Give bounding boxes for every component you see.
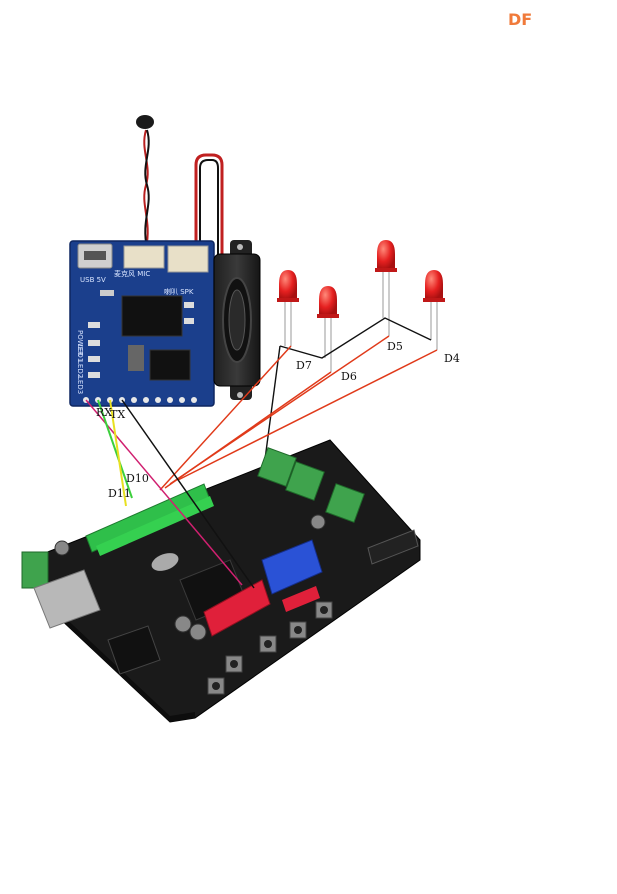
label-d4: D4	[444, 352, 460, 365]
usb-b-port	[33, 569, 101, 629]
spk-label: 喇叭 SPK	[164, 287, 194, 296]
servo-header-blue	[261, 539, 323, 595]
wire-magenta	[85, 399, 243, 586]
power-terminal	[21, 551, 49, 589]
label-d6: D6	[341, 370, 357, 383]
motor-terminal-1	[257, 447, 297, 487]
speaker	[213, 240, 261, 400]
led2-label: LED2	[76, 360, 84, 378]
flash-chip	[149, 349, 191, 381]
speaker-wire	[194, 153, 224, 262]
usb-label: USB 5V	[80, 276, 106, 284]
mic-connector	[123, 245, 165, 269]
analog-header-red	[203, 579, 271, 637]
power-label: POWER	[76, 330, 84, 356]
led1-label: LED1	[76, 344, 84, 362]
label-d11: D11	[108, 487, 131, 500]
microphone	[136, 115, 154, 249]
label-d10: D10	[126, 472, 149, 485]
microphone-capsule	[136, 115, 154, 129]
voice-module: USB 5V 麦克风 MIC 喇叭 SPK POWER LED1 LED2 LE…	[69, 240, 215, 407]
label-d7: D7	[296, 359, 312, 372]
wires	[85, 335, 438, 589]
led-d4	[423, 270, 445, 350]
motor-terminal-2	[285, 461, 325, 501]
label-d5: D5	[387, 340, 403, 353]
wire-d4	[177, 349, 438, 481]
label-rx: RX	[96, 406, 112, 419]
df-logo: DF	[508, 10, 533, 29]
led-d7	[277, 270, 299, 346]
label-tx: TX	[110, 408, 125, 421]
mic-label: 麦克风 MIC	[114, 269, 150, 278]
wire-rx	[97, 399, 133, 499]
led3-label: LED3	[76, 376, 84, 394]
dc-jack	[107, 625, 161, 675]
led-ground-wire	[279, 317, 432, 359]
wire-d7	[159, 345, 292, 491]
led-d6	[317, 286, 339, 372]
wire-ground	[121, 399, 255, 589]
wire-d5	[169, 335, 390, 485]
spk-connector	[167, 245, 209, 273]
controller-board	[21, 439, 421, 723]
led-d5	[375, 240, 397, 336]
wire-tx	[109, 399, 127, 507]
motor-terminal-3	[325, 483, 365, 523]
main-chip	[121, 295, 183, 337]
